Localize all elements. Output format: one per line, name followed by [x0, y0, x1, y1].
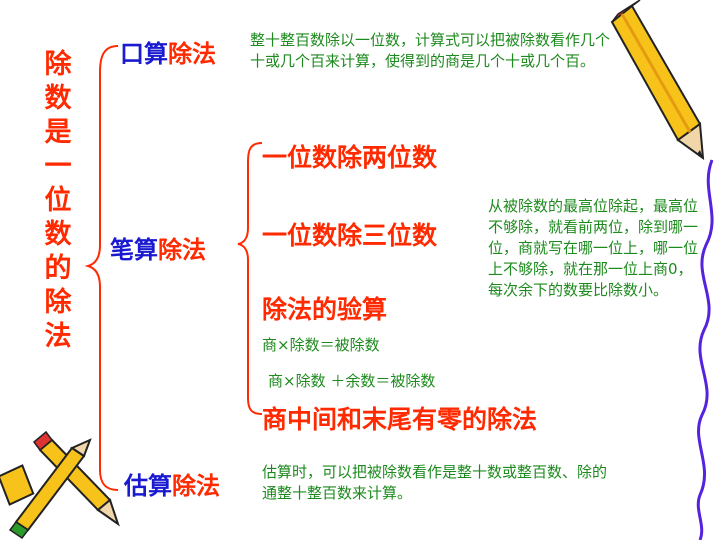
- pencil-icon: [610, 0, 705, 161]
- main-brace: [84, 45, 119, 491]
- check-formula-1: 商×除数＝被除数: [262, 336, 380, 354]
- sub-brace: [237, 142, 263, 415]
- written-rule-note: 从被除数的最高位除起，最高位不够除，就看前两位，除到哪一位，商就写在哪一位上，哪…: [488, 197, 699, 299]
- method-written: 笔算除法: [110, 230, 206, 265]
- method-mental-prefix: 口算: [120, 40, 168, 68]
- check-formula-2: 商×除数 ＋余数＝被除数: [268, 372, 436, 390]
- crossed-pencils-icon: [0, 430, 120, 540]
- method-mental: 口算除法: [120, 34, 216, 69]
- method-written-suffix: 除法: [158, 236, 206, 264]
- method-estimate: 估算除法: [124, 466, 220, 501]
- main-title: 除数是一位数的除法: [44, 49, 72, 352]
- method-estimate-suffix: 除法: [172, 472, 220, 500]
- method-mental-suffix: 除法: [168, 40, 216, 68]
- method-mental-note: 整十整百数除以一位数，计算式可以把被除数看作几个十或几个百来计算，使得到的商是几…: [250, 31, 611, 70]
- subtopic-zero-quotient: 商中间和末尾有零的除法: [262, 405, 538, 434]
- subtopic-three-digit: 一位数除三位数: [262, 221, 438, 250]
- method-estimate-note: 估算时，可以把被除数看作是整十数或整百数、除的通整十整百数来计算。: [262, 463, 608, 502]
- method-written-prefix: 笔算: [110, 236, 158, 264]
- ribbon-curl: [696, 159, 714, 540]
- method-estimate-prefix: 估算: [124, 472, 172, 500]
- subtopic-verification: 除法的验算: [262, 295, 388, 324]
- subtopic-two-digit: 一位数除两位数: [262, 143, 438, 172]
